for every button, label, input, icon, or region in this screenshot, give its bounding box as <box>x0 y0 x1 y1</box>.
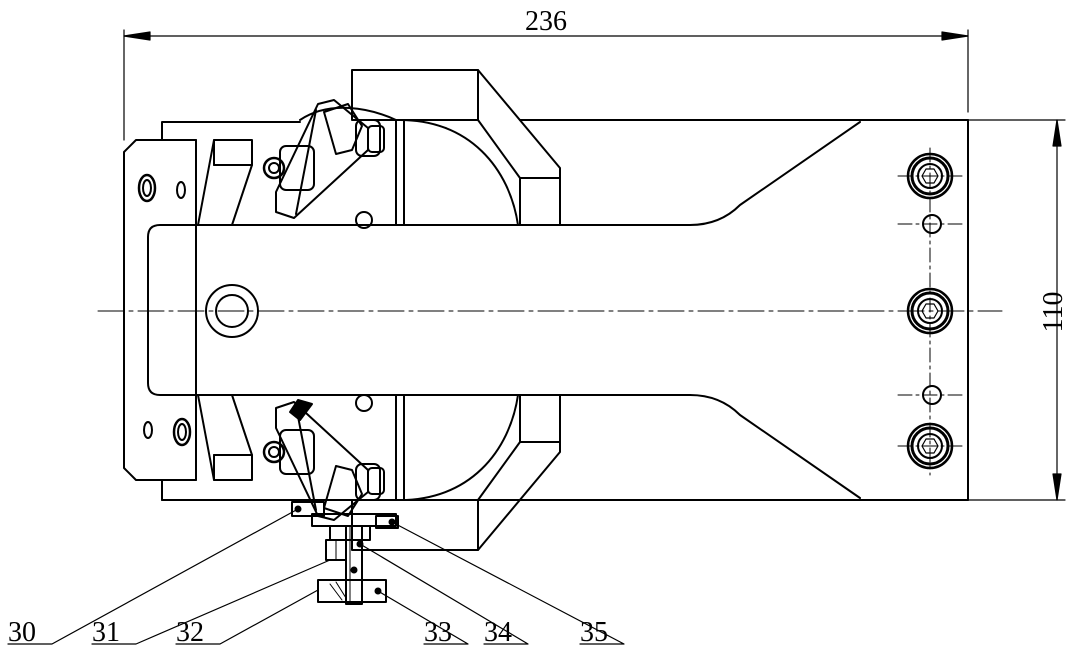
callout-33: 33 <box>424 617 452 648</box>
clamp-bottom <box>262 399 385 521</box>
dimension-height <box>967 119 1066 501</box>
dimension-length <box>123 29 969 141</box>
right-holes <box>897 147 963 476</box>
dimension-height-label: 110 <box>1038 292 1067 333</box>
leader-lines <box>7 508 625 645</box>
left-end-plate <box>123 139 253 481</box>
round-plate <box>299 106 519 502</box>
callout-31: 31 <box>92 617 120 648</box>
callout-34: 34 <box>484 617 512 648</box>
callout-32: 32 <box>176 617 204 648</box>
callout-35: 35 <box>580 617 608 648</box>
callout-30: 30 <box>8 617 36 648</box>
clamp-top <box>262 99 385 219</box>
fork-arm <box>147 224 691 396</box>
dimension-length-label: 236 <box>525 6 567 37</box>
lower-mechanism <box>291 501 399 605</box>
